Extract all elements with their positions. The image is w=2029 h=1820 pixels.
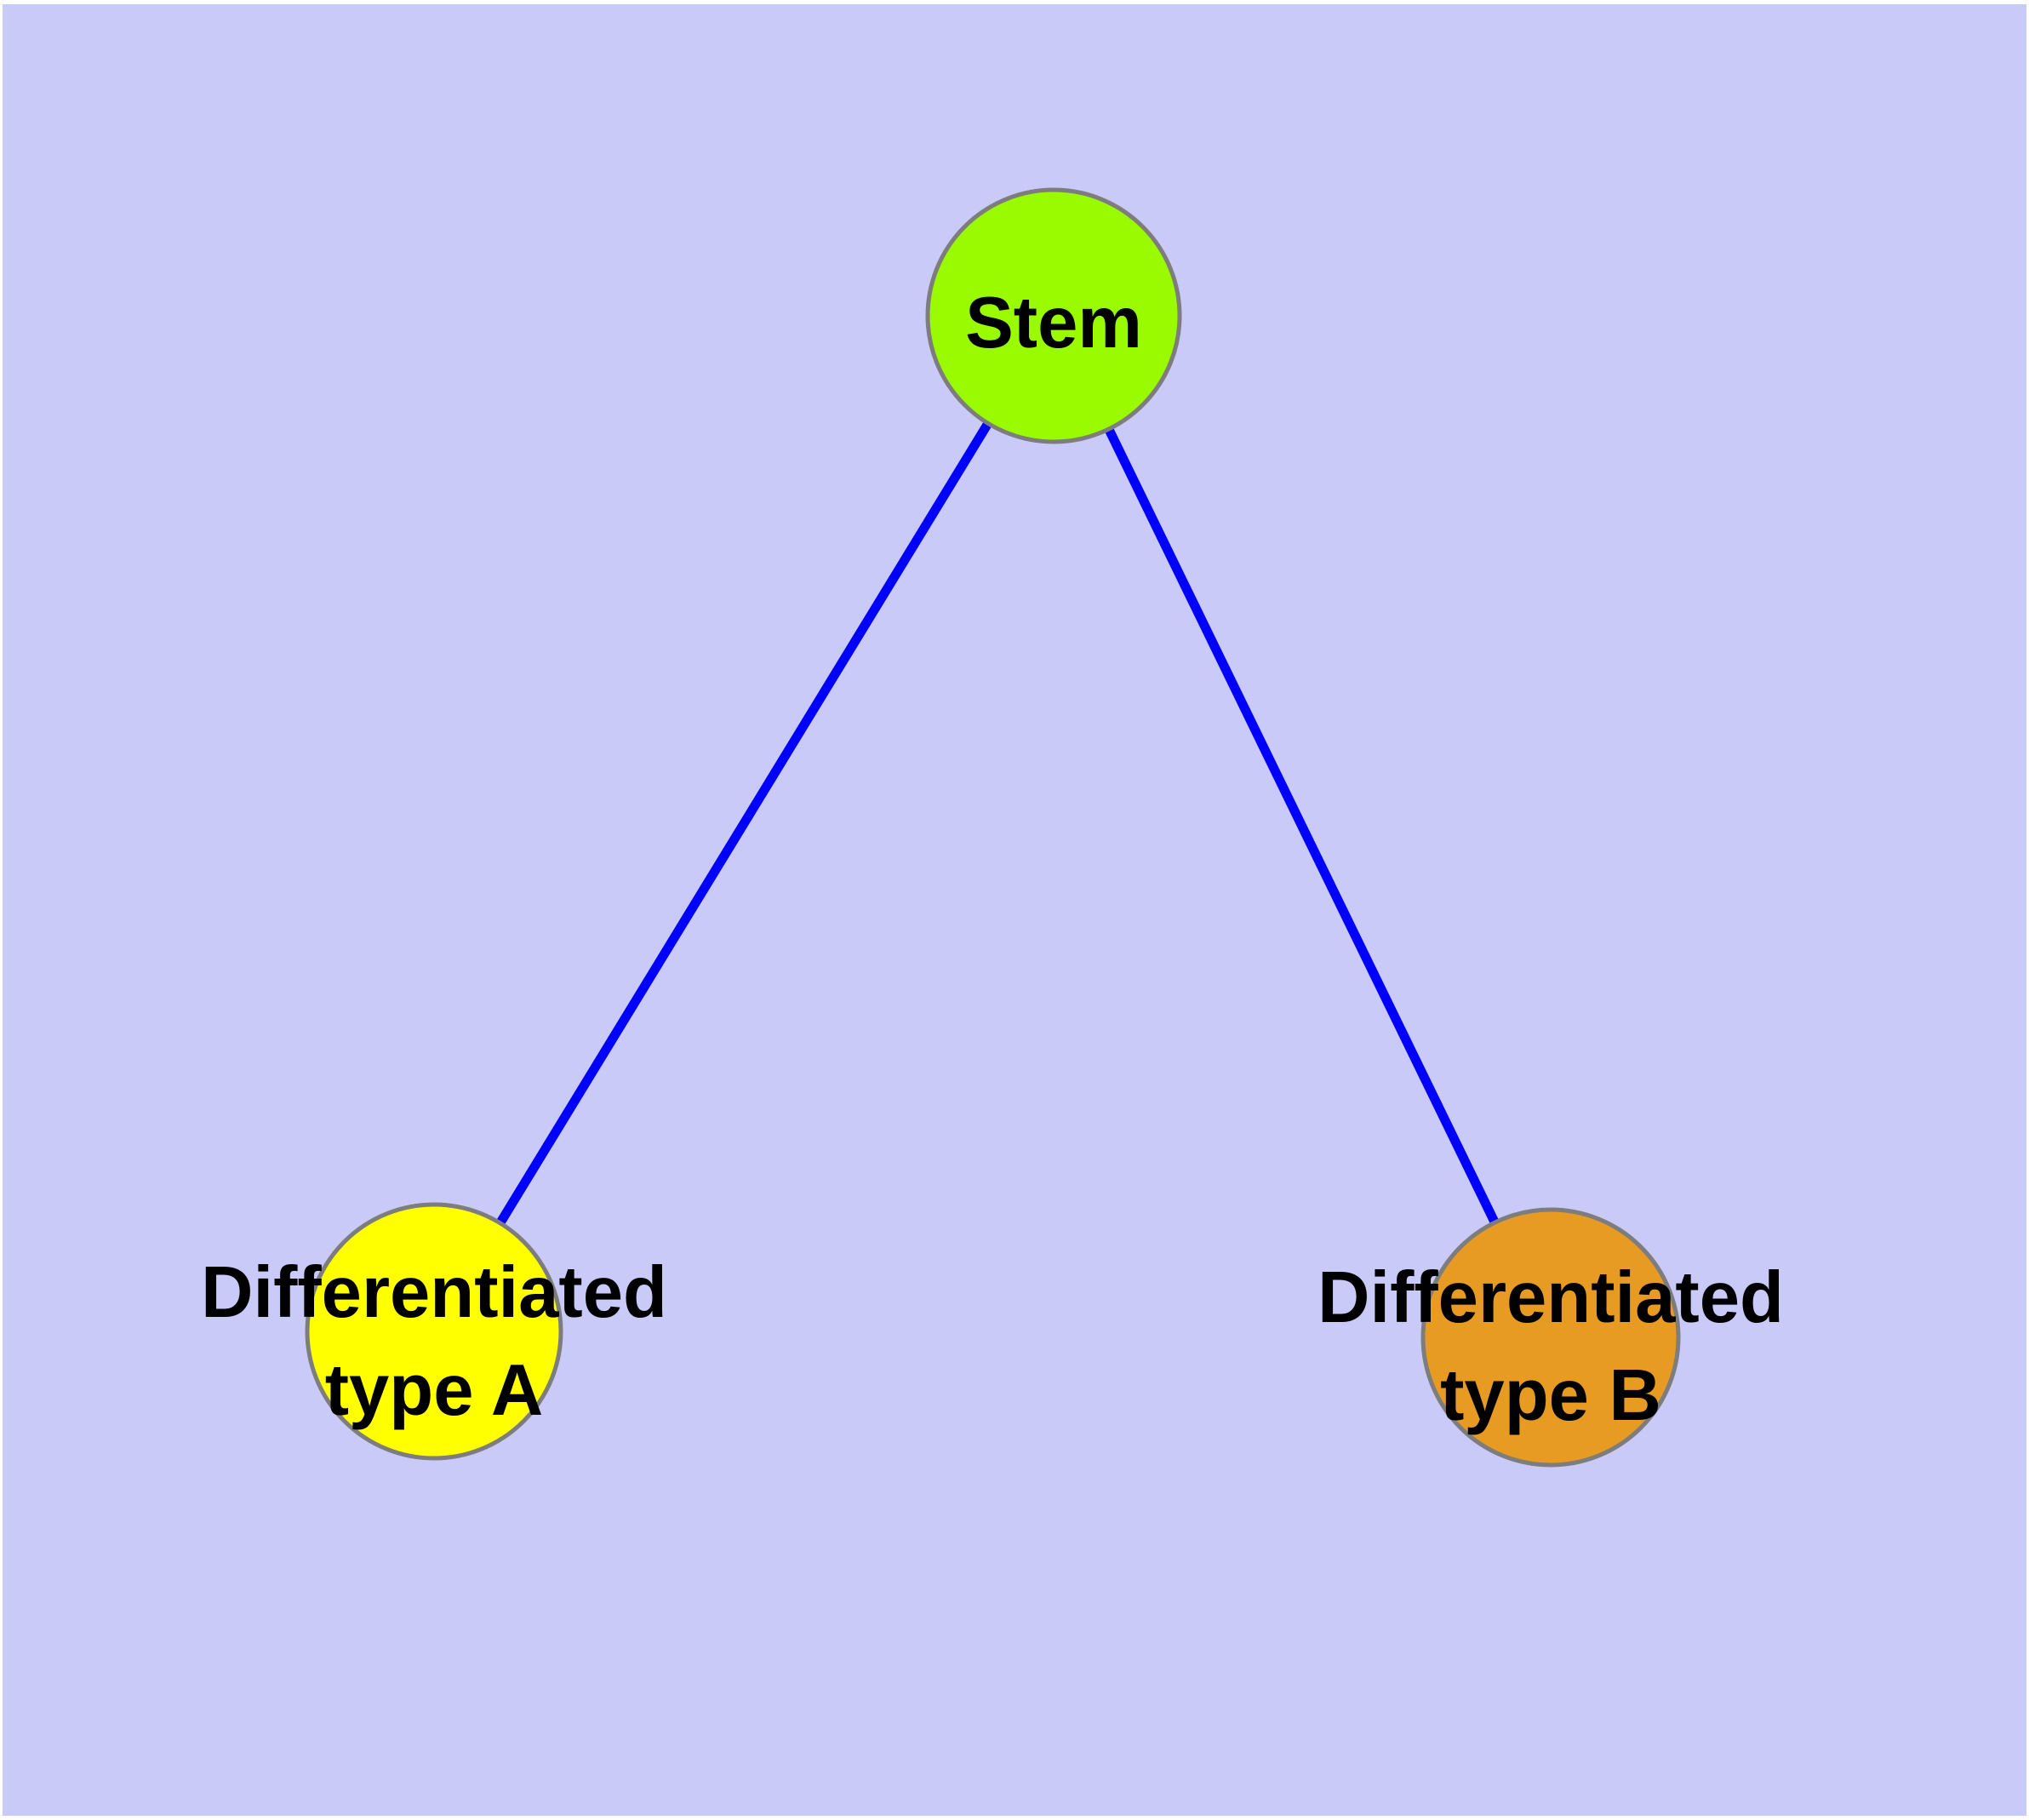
node-type-b-label-line2: type B: [1440, 1355, 1661, 1436]
label-group: Stem Differentiated type A Differentiate…: [201, 283, 1784, 1436]
node-stem-label: Stem: [965, 283, 1142, 363]
node-type-a-label-line2: type A: [325, 1350, 544, 1431]
edge-stem-to-type-b: [1049, 313, 1555, 1340]
edge-group: [430, 313, 1555, 1340]
node-type-b-label-line1: Differentiated: [1317, 1257, 1784, 1338]
node-type-a-label-line1: Differentiated: [201, 1252, 667, 1333]
node-differentiated-type-a: [305, 1202, 563, 1461]
node-stem: [925, 187, 1182, 444]
node-differentiated-type-b: [1420, 1207, 1681, 1468]
edge-stem-to-type-a: [430, 313, 1058, 1334]
node-group: [305, 187, 1681, 1468]
